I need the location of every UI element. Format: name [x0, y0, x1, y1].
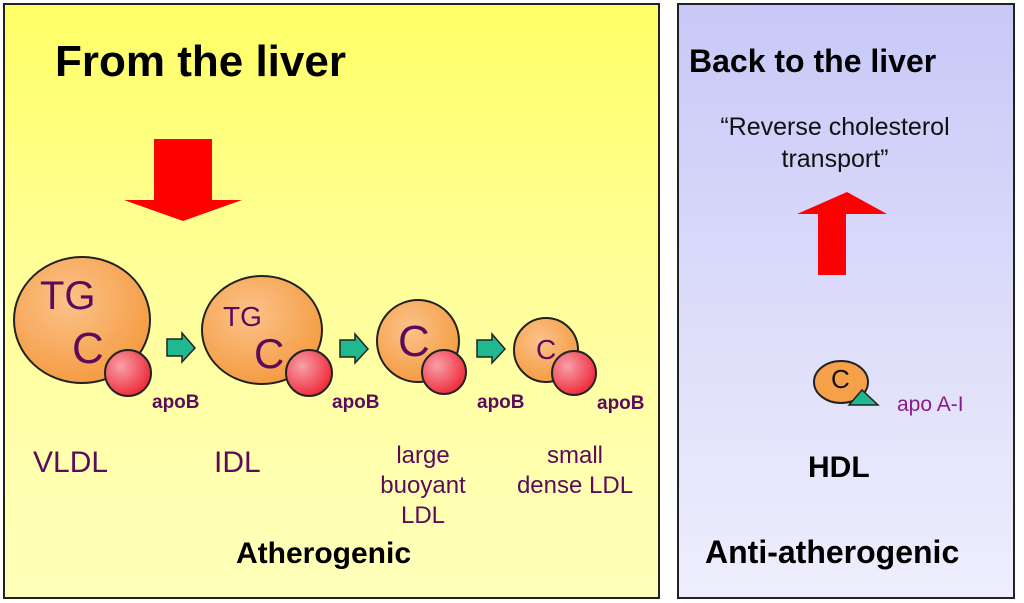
small-ldl-core-label: C — [536, 334, 557, 365]
vldl-label: VLDL — [33, 446, 109, 479]
large-ldl-label-line: LDL — [400, 502, 446, 529]
down-arrow-icon — [124, 139, 242, 221]
right-subtitle-line: transport” — [781, 145, 889, 173]
apoa1-label: apo A-I — [897, 393, 964, 416]
transition-arrow-icon — [166, 330, 197, 364]
right-footer: Anti-atherogenic — [705, 534, 960, 570]
small-ldl-label: small dense LDL — [500, 441, 650, 501]
vldl-core-label-c: C — [72, 324, 104, 373]
hdl-core — [813, 360, 869, 404]
left-footer: Atherogenic — [236, 537, 412, 570]
idl-label: IDL — [214, 446, 261, 479]
small-ldl-label-line: dense LDL — [516, 472, 634, 499]
small-ldl-apob-label: apoB — [597, 393, 645, 414]
large-ldl-label-line: large — [396, 442, 450, 469]
up-arrow-icon — [797, 192, 887, 275]
vldl-apob — [104, 349, 152, 397]
large-ldl-apob-label: apoB — [477, 392, 525, 413]
right-subtitle-line: “Reverse cholesterol — [720, 113, 950, 141]
idl-apob-label: apoB — [332, 392, 380, 413]
left-title: From the liver — [55, 37, 346, 86]
transition-arrow-icon — [339, 331, 370, 365]
hdl-core-label: C — [831, 364, 850, 394]
vldl-core-label-tg: TG — [40, 274, 96, 318]
anti-atherogenic-panel — [677, 3, 1015, 599]
large-ldl-label-line: buoyant — [380, 472, 466, 499]
hdl-apoa1 — [847, 388, 880, 406]
large-ldl-label: large buoyant LDL — [373, 441, 473, 531]
transition-arrow-icon — [476, 331, 507, 365]
large-ldl-apob — [421, 349, 467, 395]
small-ldl-apob — [551, 350, 597, 396]
vldl-core — [13, 256, 151, 384]
hdl-label: HDL — [808, 451, 870, 484]
idl-core-label-tg: TG — [223, 301, 262, 332]
idl-apob — [285, 349, 333, 397]
right-subtitle: “Reverse cholesterol transport” — [690, 111, 980, 175]
right-title: Back to the liver — [689, 43, 937, 79]
large-ldl-core-label: C — [398, 317, 430, 366]
small-ldl-label-line: small — [546, 442, 603, 469]
vldl-apob-label: apoB — [152, 392, 200, 413]
idl-core-label-c: C — [254, 330, 285, 377]
